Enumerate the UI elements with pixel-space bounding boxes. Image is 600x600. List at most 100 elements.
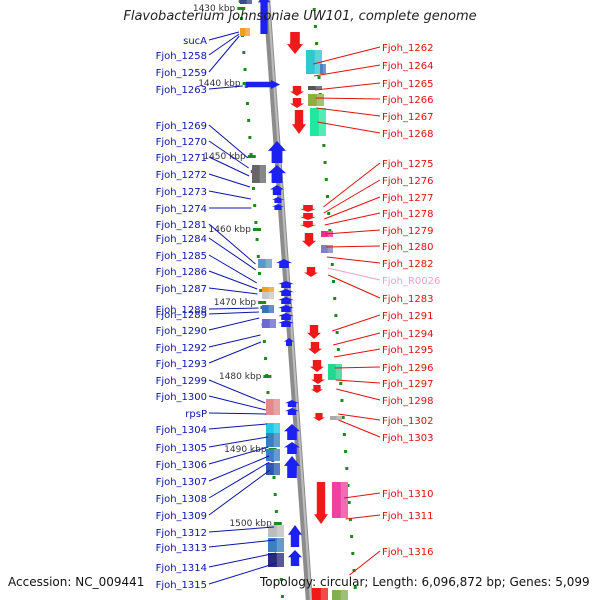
label-fjoh-1269[interactable]: Fjoh_1269 (156, 121, 207, 132)
gene-rpsP[interactable] (285, 408, 299, 415)
gene-fjoh-1290[interactable] (262, 305, 274, 313)
label-fjoh-1310[interactable]: Fjoh_1310 (382, 489, 433, 500)
gene-fjoh-1288[interactable] (278, 289, 294, 296)
gene-fjoh-1307[interactable] (266, 449, 280, 461)
gene-fjoh-1263[interactable] (246, 80, 280, 89)
label-fjoh-1294[interactable]: Fjoh_1294 (382, 329, 433, 340)
label-fjoh-1296[interactable]: Fjoh_1296 (382, 363, 433, 374)
label-fjoh-1271[interactable]: Fjoh_1271 (156, 153, 207, 164)
gene-fjoh-1302[interactable] (313, 413, 325, 421)
gene-fjoh-1266b[interactable] (308, 94, 324, 106)
gene-fjoh-1306[interactable] (266, 433, 280, 447)
label-fjoh-1306[interactable]: Fjoh_1306 (156, 460, 207, 471)
gene-fjoh-1305[interactable] (284, 424, 300, 440)
label-fjoh-1278[interactable]: Fjoh_1278 (382, 209, 433, 220)
label-fjoh-1284[interactable]: Fjoh_1284 (156, 234, 207, 245)
label-suca[interactable]: sucA (183, 36, 207, 47)
gene-fjoh-1293[interactable] (262, 319, 276, 328)
gene-fjoh-1264[interactable] (306, 50, 322, 74)
label-fjoh-1275[interactable]: Fjoh_1275 (382, 159, 433, 170)
gene-fjoh-1309b[interactable] (284, 456, 300, 478)
label-fjoh-1280[interactable]: Fjoh_1280 (382, 242, 433, 253)
gene-fjoh-1284[interactable] (276, 259, 292, 268)
label-fjoh-1289[interactable]: Fjoh_1289 (156, 310, 207, 321)
label-fjoh-1285[interactable]: Fjoh_1285 (156, 251, 207, 262)
label-fjoh-1305[interactable]: Fjoh_1305 (156, 443, 207, 454)
gene-fjoh-1265[interactable] (290, 86, 304, 96)
gene-fjoh-1295[interactable] (310, 360, 324, 372)
label-fjoh-1311[interactable]: Fjoh_1311 (382, 511, 433, 522)
gene-fjoh-1270[interactable] (252, 165, 266, 183)
gene-fjoh-1311[interactable] (332, 482, 348, 518)
gene-fjoh-1274[interactable] (272, 204, 284, 210)
gene-fwd-b[interactable] (284, 338, 294, 346)
label-fjoh-1272[interactable]: Fjoh_1272 (156, 170, 207, 181)
label-fjoh-1286[interactable]: Fjoh_1286 (156, 267, 207, 278)
label-fjoh-1264[interactable]: Fjoh_1264 (382, 61, 433, 72)
label-rpsp[interactable]: rpsP (185, 409, 207, 420)
label-fjoh-1308[interactable]: Fjoh_1308 (156, 494, 207, 505)
label-fjoh-r0026[interactable]: Fjoh_R0026 (382, 276, 440, 287)
label-fjoh-1309[interactable]: Fjoh_1309 (156, 511, 207, 522)
gene-fjoh-1269[interactable] (268, 141, 286, 163)
label-fjoh-1312[interactable]: Fjoh_1312 (156, 528, 207, 539)
gene-fjoh-1316b[interactable] (332, 590, 348, 600)
label-fjoh-1316[interactable]: Fjoh_1316 (382, 547, 433, 558)
label-fjoh-1258[interactable]: Fjoh_1258 (156, 51, 207, 62)
gene-fjoh-1267[interactable] (292, 110, 306, 134)
label-fjoh-1274[interactable]: Fjoh_1274 (156, 204, 207, 215)
label-fjoh-1303[interactable]: Fjoh_1303 (382, 433, 433, 444)
gene-fjoh-1289[interactable] (278, 297, 294, 304)
gene-fjoh-1310[interactable] (314, 482, 328, 524)
label-fjoh-1268[interactable]: Fjoh_1268 (382, 129, 433, 140)
gene-fjoh-1292[interactable] (278, 313, 294, 320)
gene-fjoh-1304[interactable] (266, 423, 280, 433)
label-fjoh-1291[interactable]: Fjoh_1291 (382, 311, 433, 322)
label-fjoh-1279[interactable]: Fjoh_1279 (382, 226, 433, 237)
label-fjoh-1283[interactable]: Fjoh_1283 (382, 294, 433, 305)
gene-fjoh-1300[interactable] (285, 400, 299, 407)
gene-fjoh-1286[interactable] (262, 287, 274, 292)
label-fjoh-1290[interactable]: Fjoh_1290 (156, 326, 207, 337)
gene-fjoh-1275[interactable] (300, 205, 316, 212)
label-fjoh-1259[interactable]: Fjoh_1259 (156, 68, 207, 79)
gene-fjoh-1272[interactable] (270, 185, 284, 195)
label-fjoh-1314[interactable]: Fjoh_1314 (156, 563, 207, 574)
label-fjoh-1262[interactable]: Fjoh_1262 (382, 43, 433, 54)
label-fjoh-1295[interactable]: Fjoh_1295 (382, 345, 433, 356)
label-fjoh-1265[interactable]: Fjoh_1265 (382, 79, 433, 90)
label-fjoh-1304[interactable]: Fjoh_1304 (156, 425, 207, 436)
gene-fjoh-1280[interactable] (302, 233, 316, 247)
label-fjoh-1313[interactable]: Fjoh_1313 (156, 543, 207, 554)
label-fjoh-1299[interactable]: Fjoh_1299 (156, 376, 207, 387)
gene-fjoh-1294[interactable] (308, 342, 322, 354)
label-fjoh-1263[interactable]: Fjoh_1263 (156, 85, 207, 96)
gene-fjoh-1276[interactable] (300, 213, 316, 220)
label-fjoh-1266[interactable]: Fjoh_1266 (382, 95, 433, 106)
gene-fwd-a[interactable] (258, 0, 270, 34)
gene-fjoh-1309[interactable] (266, 463, 280, 475)
label-fjoh-1270[interactable]: Fjoh_1270 (156, 137, 207, 148)
gene-fjoh-1287[interactable] (262, 292, 274, 299)
label-fjoh-1292[interactable]: Fjoh_1292 (156, 343, 207, 354)
label-fjoh-1281[interactable]: Fjoh_1281 (156, 220, 207, 231)
label-fjoh-1287[interactable]: Fjoh_1287 (156, 284, 207, 295)
gene-fjoh-1264b[interactable] (320, 64, 326, 74)
label-fjoh-1298[interactable]: Fjoh_1298 (382, 396, 433, 407)
label-fjoh-1302[interactable]: Fjoh_1302 (382, 416, 433, 427)
gene-fjoh-1297[interactable] (311, 374, 325, 384)
label-fjoh-1288[interactable]: Fjoh_1288 (156, 305, 207, 316)
gene-fjoh-1313[interactable] (288, 525, 302, 547)
gene-fjoh-1282[interactable] (304, 267, 318, 277)
gene-fjoh-1316[interactable] (312, 588, 328, 600)
gene-fjoh-1315b[interactable] (288, 550, 302, 566)
gene-fjoh-1258[interactable] (240, 28, 250, 36)
gene-fjoh-1285[interactable] (278, 281, 294, 288)
gene-fjoh-1290b[interactable] (278, 305, 294, 312)
label-fjoh-1273[interactable]: Fjoh_1273 (156, 187, 207, 198)
label-fjoh-1282[interactable]: Fjoh_1282 (382, 259, 433, 270)
gene-fjoh-1291[interactable] (307, 325, 321, 339)
label-fjoh-1307[interactable]: Fjoh_1307 (156, 477, 207, 488)
gene-fjoh-1281[interactable] (258, 259, 272, 268)
gene-fjoh-1280b[interactable] (321, 245, 333, 253)
